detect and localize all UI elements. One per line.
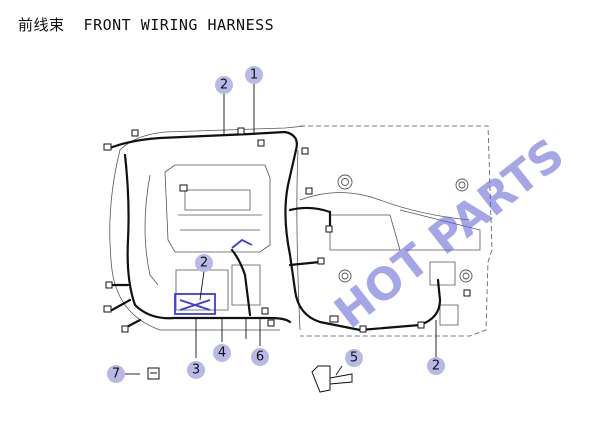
vehicle-body-outline [109,125,493,337]
mounting-holes [337,174,473,283]
svg-text:4: 4 [218,346,226,361]
svg-text:6: 6 [256,350,264,365]
harness-connectors [103,127,471,333]
bracket-part-icon [311,365,353,393]
callout-7: 7 [107,365,125,383]
svg-text:2: 2 [200,256,208,271]
callout-3: 3 [187,361,205,379]
callout-4: 4 [213,344,231,362]
svg-text:1: 1 [250,68,258,83]
callout-1: 1 [245,66,263,84]
callout-2-top: 2 [215,76,233,94]
page-title: 前线束 FRONT WIRING HARNESS [18,16,275,34]
watermark-text: HOT PARTS [325,129,573,339]
highlighted-parts [174,238,253,315]
svg-text:2: 2 [432,359,440,374]
callout-2-mid: 2 [195,254,213,272]
callout-2-right: 2 [427,357,445,375]
callout-5: 5 [345,349,363,367]
callout-6: 6 [251,348,269,366]
clip-part-icon [147,367,160,380]
svg-text:2: 2 [220,78,228,93]
leader-lines [124,84,437,376]
svg-text:5: 5 [350,351,358,366]
front-wiring-harness [108,130,442,332]
svg-text:3: 3 [192,363,200,378]
svg-text:7: 7 [112,367,120,382]
